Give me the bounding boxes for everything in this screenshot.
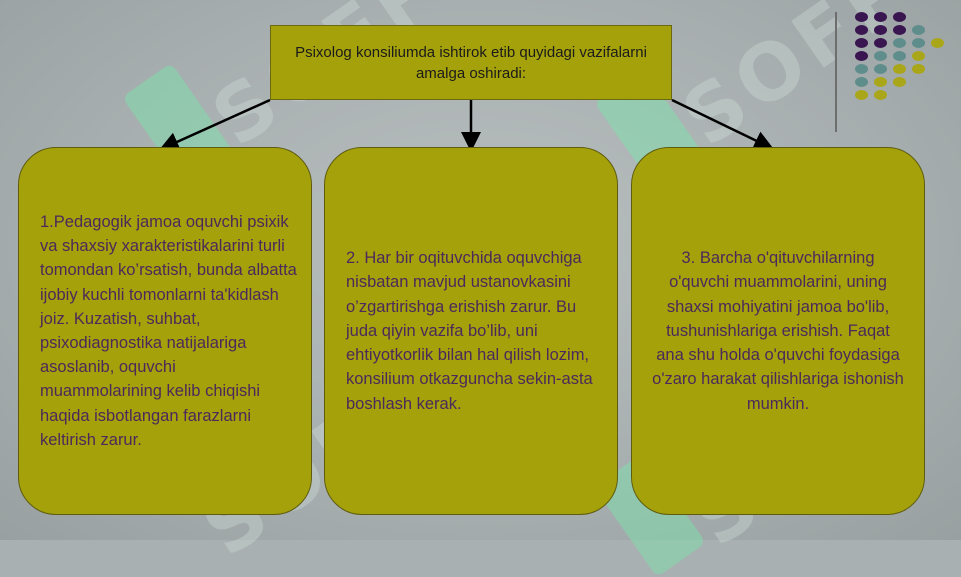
decorative-dot: [874, 51, 887, 61]
task-card-3: 3. Barcha o'qituvchilarning o'quvchi mua…: [631, 147, 925, 515]
decorative-dot: [874, 77, 887, 87]
decorative-dot: [874, 25, 887, 35]
decorative-dot: [893, 64, 906, 74]
task-card-1-text: 1.Pedagogik jamoa oquvchi psixik va shax…: [40, 212, 297, 449]
task-card-3-text: 3. Barcha o'qituvchilarning o'quvchi mua…: [652, 249, 904, 413]
decorative-dot: [855, 90, 868, 100]
decorative-dot: [893, 51, 906, 61]
decorative-dot: [912, 38, 925, 48]
decorative-dot: [912, 25, 925, 35]
decorative-dot: [893, 38, 906, 48]
task-card-2-text: 2. Har bir oqituvchida oquvchiga nisbata…: [346, 249, 593, 413]
task-card-1: 1.Pedagogik jamoa oquvchi psixik va shax…: [18, 147, 312, 515]
decorative-dot: [874, 64, 887, 74]
decorative-dot: [855, 64, 868, 74]
header-text: Psixolog konsiliumda ishtirok etib quyid…: [295, 43, 647, 82]
arrow-left: [158, 98, 271, 152]
decorative-dot: [855, 51, 868, 61]
decorative-dot: [893, 77, 906, 87]
decorative-dot: [855, 12, 868, 22]
decorative-dot: [874, 12, 887, 22]
decorative-dot: [931, 38, 944, 48]
decorative-dot: [912, 51, 925, 61]
arrow-right: [671, 98, 775, 150]
decorative-dot: [874, 38, 887, 48]
decorative-dot: [855, 77, 868, 87]
header-box: Psixolog konsiliumda ishtirok etib quyid…: [270, 25, 672, 100]
decorative-dot: [855, 25, 868, 35]
decorative-dot: [893, 25, 906, 35]
task-card-2: 2. Har bir oqituvchida oquvchiga nisbata…: [324, 147, 618, 515]
divider-line: [835, 12, 837, 132]
connector-arrows: [158, 98, 775, 152]
decorative-dot: [855, 38, 868, 48]
decorative-dot: [912, 64, 925, 74]
decorative-dot: [874, 90, 887, 100]
decorative-dot: [893, 12, 906, 22]
